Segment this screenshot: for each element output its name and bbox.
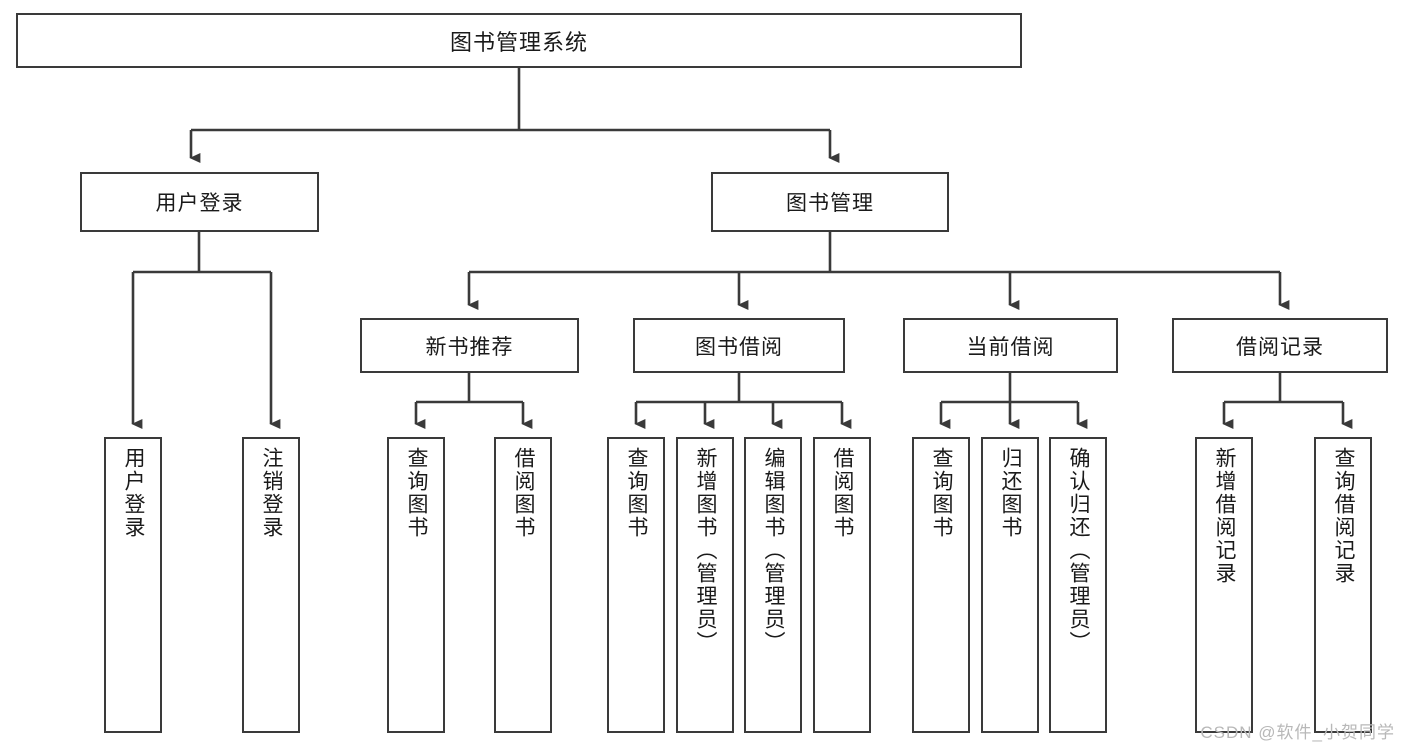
leaf-confirm-return-admin[interactable]: 确认归还（管理员）	[1049, 437, 1107, 733]
leaf-label: 查询借阅记录	[1332, 447, 1356, 585]
watermark: CSDN @软件_小贺同学	[1200, 723, 1395, 742]
leaf-label: 新增借阅记录	[1213, 447, 1237, 585]
leaf-label: 注销登录	[260, 447, 284, 539]
leaf-query-book-borrow[interactable]: 查询图书	[607, 437, 665, 733]
leaf-label: 查询图书	[625, 447, 649, 539]
node-book-management[interactable]: 图书管理	[711, 172, 949, 232]
leaf-edit-book-admin[interactable]: 编辑图书（管理员）	[744, 437, 802, 733]
leaf-borrow-book-recommend[interactable]: 借阅图书	[494, 437, 552, 733]
leaf-add-borrow-record[interactable]: 新增借阅记录	[1195, 437, 1253, 733]
leaf-query-borrow-record[interactable]: 查询借阅记录	[1314, 437, 1372, 733]
node-label: 借阅记录	[1236, 335, 1324, 359]
leaf-query-book-recommend[interactable]: 查询图书	[387, 437, 445, 733]
leaf-label: 编辑图书（管理员）	[762, 447, 786, 654]
node-new-book-recommend[interactable]: 新书推荐	[360, 318, 579, 373]
node-label: 新书推荐	[425, 335, 514, 359]
node-label: 用户登录	[155, 192, 244, 215]
node-book-borrow[interactable]: 图书借阅	[633, 318, 845, 373]
leaf-label: 归还图书	[999, 447, 1023, 539]
leaf-query-book-current[interactable]: 查询图书	[912, 437, 970, 733]
node-label: 图书管理	[786, 192, 874, 215]
node-label: 图书管理系统	[449, 29, 588, 55]
node-label: 图书借阅	[695, 335, 783, 359]
leaf-logout-login[interactable]: 注销登录	[242, 437, 300, 733]
node-user-login[interactable]: 用户登录	[80, 172, 319, 232]
leaf-label: 新增图书（管理员）	[694, 447, 718, 654]
leaf-label: 用户登录	[122, 447, 146, 539]
leaf-label: 查询图书	[930, 447, 954, 539]
leaf-user-login[interactable]: 用户登录	[104, 437, 162, 733]
node-root-system[interactable]: 图书管理系统	[16, 13, 1022, 68]
leaf-label: 确认归还（管理员）	[1067, 447, 1091, 654]
leaf-borrow-book[interactable]: 借阅图书	[813, 437, 871, 733]
node-label: 当前借阅	[966, 335, 1055, 359]
leaf-label: 借阅图书	[512, 447, 536, 539]
leaf-label: 借阅图书	[831, 447, 855, 539]
node-current-borrow[interactable]: 当前借阅	[903, 318, 1118, 373]
leaf-add-book-admin[interactable]: 新增图书（管理员）	[676, 437, 734, 733]
leaf-return-book[interactable]: 归还图书	[981, 437, 1039, 733]
leaf-label: 查询图书	[405, 447, 429, 539]
node-borrow-record[interactable]: 借阅记录	[1172, 318, 1388, 373]
